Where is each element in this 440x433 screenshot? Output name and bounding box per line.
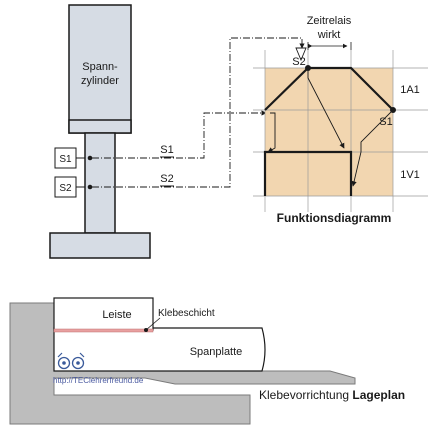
sensor-s2: S2: [54, 176, 93, 198]
diagram-background: [265, 68, 393, 196]
timer-label-line2: wirkt: [317, 29, 341, 41]
board-label: Spanplatte: [190, 346, 243, 358]
signal-lines: [92, 37, 305, 188]
point-s1-dot: [390, 107, 396, 113]
curve-1v1: [263, 150, 353, 196]
row-label-1v1: 1V1: [400, 169, 420, 181]
caption-bold: Lageplan: [352, 388, 405, 402]
sensor-s1-label: S1: [59, 154, 72, 165]
sensor-s2-label: S2: [59, 183, 72, 194]
fixture-caption: Klebevorrichtung Lageplan: [259, 388, 405, 402]
strip-label: Leiste: [102, 309, 131, 321]
link-s2-to-1v1: [307, 68, 345, 149]
adhesive-label: Klebeschicht: [158, 308, 215, 319]
s2-pointer: [295, 47, 307, 62]
cylinder-body: [68, 4, 132, 134]
clamping-plate: [49, 232, 151, 259]
caption-regular: Klebevorrichtung: [259, 388, 352, 402]
watermark-logo: [57, 352, 85, 370]
cylinder-label-line1: Spann-: [82, 61, 118, 73]
point-s1-label: S1: [379, 116, 392, 128]
function-diagram: Zeitrelais wirkt S2 S1 1A1 1V1 Funktions…: [253, 15, 428, 225]
board-spanplatte: [53, 327, 266, 372]
sensor-s1-dot: [87, 155, 93, 161]
sensor-s2-dot: [87, 184, 93, 190]
clamping-cylinder: Spann- zylinder: [49, 4, 151, 259]
function-diagram-title: Funktionsdiagramm: [277, 211, 392, 225]
adhesive-layer: [53, 328, 154, 333]
row-label-1a1: 1A1: [400, 84, 420, 96]
strip-leiste: [53, 297, 154, 331]
watermark-url: http://TEClehrerfreund.de: [53, 376, 144, 385]
sensor-s1: S1: [54, 147, 93, 169]
point-s2-dot: [305, 65, 311, 71]
link-start-to-1v1: [267, 112, 276, 153]
cylinder-label-line2: zylinder: [81, 75, 119, 87]
point-s2-label: S2: [292, 56, 305, 68]
link-s1-to-1v1: [351, 109, 394, 187]
signal-line-s1: [92, 110, 267, 159]
piston-rod: [84, 132, 116, 234]
signal-label-s1: S1: [160, 144, 173, 156]
adhesive-pointer: [145, 317, 161, 331]
cylinder-rod-collar: [68, 119, 132, 134]
signal-line-s2: [92, 37, 305, 188]
timer-label-line1: Zeitrelais: [307, 15, 352, 27]
signal-label-s2: S2: [160, 173, 173, 185]
curve-1a1: [264, 66, 394, 111]
